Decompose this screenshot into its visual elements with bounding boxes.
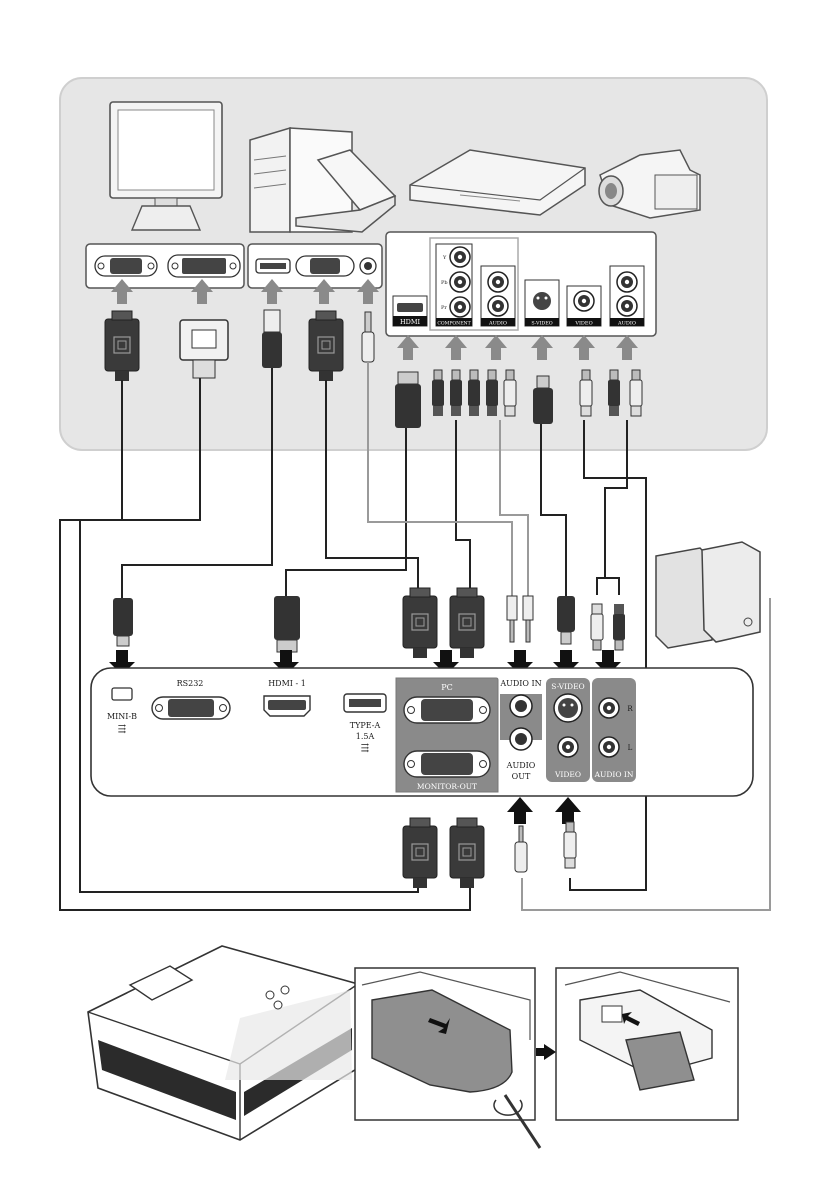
usb-icon-2: ⇶ xyxy=(361,743,370,754)
vga-plug-proj-2 xyxy=(450,588,484,658)
svideo-src-label: S-VIDEO xyxy=(531,321,552,327)
projector-icon xyxy=(88,946,358,1140)
hdmi-1-port: HDMI - 1 xyxy=(264,679,310,716)
dvi-port-src xyxy=(168,255,240,277)
l-label: L xyxy=(628,744,633,752)
vga-port-src xyxy=(95,256,157,276)
rca-plug-pb xyxy=(450,370,462,416)
hdmi-plug-proj xyxy=(274,596,300,652)
audio-in-label: AUDIO IN xyxy=(499,679,541,688)
svideo-video-group: S-VIDEO VIDEO xyxy=(546,678,590,782)
type-a-label: TYPE-A xyxy=(350,721,381,730)
component-ports: Y Pb Pr COMPONENT xyxy=(436,244,472,327)
speakers-icon xyxy=(656,542,760,648)
rca-plug-pr xyxy=(468,370,480,416)
rca-plug-y xyxy=(432,370,444,416)
svideo-label: S-VIDEO xyxy=(551,682,584,691)
rca-plug-proj-r xyxy=(613,604,625,650)
audio-jack-src xyxy=(360,258,376,274)
mini-b-label: MINI-B xyxy=(107,712,137,721)
video-src-label: VIDEO xyxy=(574,321,592,327)
hdmi-src-label: HDMI xyxy=(400,318,421,326)
audio-ports-src-2: AUDIO xyxy=(610,266,644,327)
vga-plug-2 xyxy=(309,311,343,381)
audio-plugs-proj xyxy=(507,596,533,642)
audio-out-label-2: OUT xyxy=(512,772,531,781)
rca-plug-video xyxy=(580,370,592,416)
rca-plug-audio-r xyxy=(486,370,498,416)
pc-label: PC xyxy=(441,683,453,692)
mini-usb-plug xyxy=(113,598,133,646)
hdmi-port-src: HDMI xyxy=(393,296,427,326)
rca-plug-audio2-r xyxy=(608,370,620,416)
rca-plug-audio-l xyxy=(504,370,516,416)
hdmi-plug-src xyxy=(395,372,421,428)
audio-src1-label: AUDIO xyxy=(488,321,507,327)
arrow-up-black-icon xyxy=(507,797,581,824)
vga-plug-proj-1 xyxy=(403,588,437,658)
audio-in-2-label: AUDIO IN xyxy=(594,770,634,779)
monitor-out-label: MONITOR-OUT xyxy=(417,782,477,791)
pc-monitor-group: PC MONITOR-OUT xyxy=(396,678,498,792)
video-plug-proj xyxy=(564,822,576,868)
audio-src2-label: AUDIO xyxy=(617,321,636,327)
vga-port-src-2 xyxy=(296,256,354,276)
audio-in-rl-group: R L AUDIO IN xyxy=(592,678,636,782)
lamp-cover-detail-2 xyxy=(556,968,738,1120)
vga-plug-1 xyxy=(105,311,139,381)
comp-y-label: Y xyxy=(442,255,447,261)
arrow-right-icon xyxy=(536,1044,556,1060)
svideo-port-src: S-VIDEO xyxy=(525,280,559,327)
usb-icon: ⇶ xyxy=(118,724,127,735)
r-label: R xyxy=(627,705,633,713)
audio-out-label-1: AUDIO xyxy=(506,761,536,770)
type-a-current-label: 1.5A xyxy=(356,732,375,741)
lamp-cover-detail-1 xyxy=(355,968,540,1148)
usb-port-src xyxy=(256,259,290,273)
vga-plug-monitor-out-2 xyxy=(450,818,484,888)
video-port-src: VIDEO xyxy=(567,286,601,327)
usb-plug xyxy=(262,310,282,368)
comp-pr-label: Pr xyxy=(441,305,447,311)
audio-ports-src-1: AUDIO xyxy=(481,266,515,327)
component-label: COMPONENT xyxy=(437,321,471,327)
rca-plug-audio2-l xyxy=(630,370,642,416)
comp-pb-label: Pb xyxy=(441,280,448,286)
rca-plug-proj-l xyxy=(591,604,603,650)
hdmi1-label: HDMI - 1 xyxy=(268,679,306,688)
vga-plug-monitor-out-1 xyxy=(403,818,437,888)
video-label: VIDEO xyxy=(554,770,581,779)
audio-out-plug xyxy=(515,826,527,872)
svideo-plug-proj xyxy=(557,596,575,644)
rs232-label: RS232 xyxy=(177,679,204,688)
